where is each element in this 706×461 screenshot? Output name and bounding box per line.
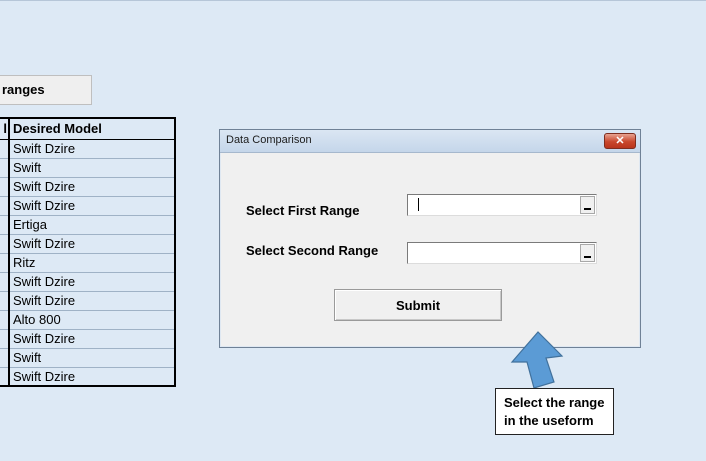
compare-ranges-button[interactable]: Compare ranges	[0, 75, 92, 105]
sheet-top-border	[0, 0, 706, 1]
cell-col-a[interactable]	[0, 309, 10, 330]
table-row: Swift	[0, 347, 176, 368]
table-row: Swift Dzire	[0, 195, 176, 216]
dialog-title: Data Comparison	[226, 134, 312, 146]
dialog-titlebar[interactable]: Data Comparison ✕	[220, 130, 640, 153]
text-cursor	[418, 198, 419, 211]
table-header-row: l Desired Model	[0, 117, 176, 140]
table-row: Swift	[0, 157, 176, 178]
cell-col-a[interactable]	[0, 138, 10, 159]
up-arrow-shape	[510, 331, 564, 389]
cell-col-a[interactable]	[0, 271, 10, 292]
first-range-collapse-button[interactable]	[580, 196, 595, 214]
table-row: Swift Dzire	[0, 328, 176, 349]
header-cell-desired-model[interactable]: Desired Model	[9, 117, 176, 140]
collapse-icon	[584, 208, 591, 210]
first-range-input[interactable]	[410, 196, 590, 214]
cell-col-a[interactable]	[0, 347, 10, 368]
cell-desired-model[interactable]: Ertiga	[9, 214, 176, 235]
cell-desired-model[interactable]: Swift Dzire	[9, 328, 176, 349]
table-row: Swift Dzire	[0, 138, 176, 159]
cell-col-a[interactable]	[0, 233, 10, 254]
data-comparison-dialog: Data Comparison ✕ Select First Range Sel…	[219, 129, 641, 348]
first-range-refedit[interactable]	[407, 194, 597, 216]
cell-desired-model[interactable]: Swift Dzire	[9, 233, 176, 254]
submit-button[interactable]: Submit	[334, 289, 502, 321]
cell-desired-model[interactable]: Swift Dzire	[9, 176, 176, 197]
cell-desired-model[interactable]: Alto 800	[9, 309, 176, 330]
table-row: Swift Dzire	[0, 233, 176, 254]
cell-col-a[interactable]	[0, 290, 10, 311]
table-row: Swift Dzire	[0, 271, 176, 292]
cell-desired-model[interactable]: Swift Dzire	[9, 271, 176, 292]
table-row: Swift Dzire	[0, 176, 176, 197]
header-cell-col-a[interactable]: l	[0, 117, 10, 140]
collapse-icon	[584, 256, 591, 258]
cell-col-a[interactable]	[0, 328, 10, 349]
arrow-polygon	[510, 331, 564, 389]
callout-line-1: Select the range	[504, 395, 605, 410]
cell-desired-model[interactable]: Swift Dzire	[9, 195, 176, 216]
instruction-callout: Select the range in the useform	[495, 388, 614, 435]
first-range-label: Select First Range	[246, 203, 360, 218]
cell-desired-model[interactable]: Swift	[9, 347, 176, 368]
cell-col-a[interactable]	[0, 195, 10, 216]
table-row: Ritz	[0, 252, 176, 273]
close-icon: ✕	[615, 135, 625, 147]
cell-desired-model[interactable]: Swift Dzire	[9, 290, 176, 311]
compare-ranges-label: Compare ranges	[0, 82, 45, 97]
cell-col-a[interactable]	[0, 176, 10, 197]
table-row: Alto 800	[0, 309, 176, 330]
cell-desired-model[interactable]: Swift Dzire	[9, 366, 176, 387]
cell-desired-model[interactable]: Swift	[9, 157, 176, 178]
table-row: Ertiga	[0, 214, 176, 235]
callout-line-2: in the useform	[504, 413, 594, 428]
second-range-collapse-button[interactable]	[580, 244, 595, 262]
cell-col-a[interactable]	[0, 252, 10, 273]
table-row: Swift Dzire	[0, 366, 176, 387]
table-row: Swift Dzire	[0, 290, 176, 311]
second-range-input[interactable]	[410, 244, 590, 262]
cell-desired-model[interactable]: Swift Dzire	[9, 138, 176, 159]
second-range-label: Select Second Range	[246, 243, 379, 258]
close-button[interactable]: ✕	[604, 133, 636, 149]
cell-col-a[interactable]	[0, 214, 10, 235]
cell-col-a[interactable]	[0, 366, 10, 387]
cell-desired-model[interactable]: Ritz	[9, 252, 176, 273]
second-range-refedit[interactable]	[407, 242, 597, 264]
cell-col-a[interactable]	[0, 157, 10, 178]
